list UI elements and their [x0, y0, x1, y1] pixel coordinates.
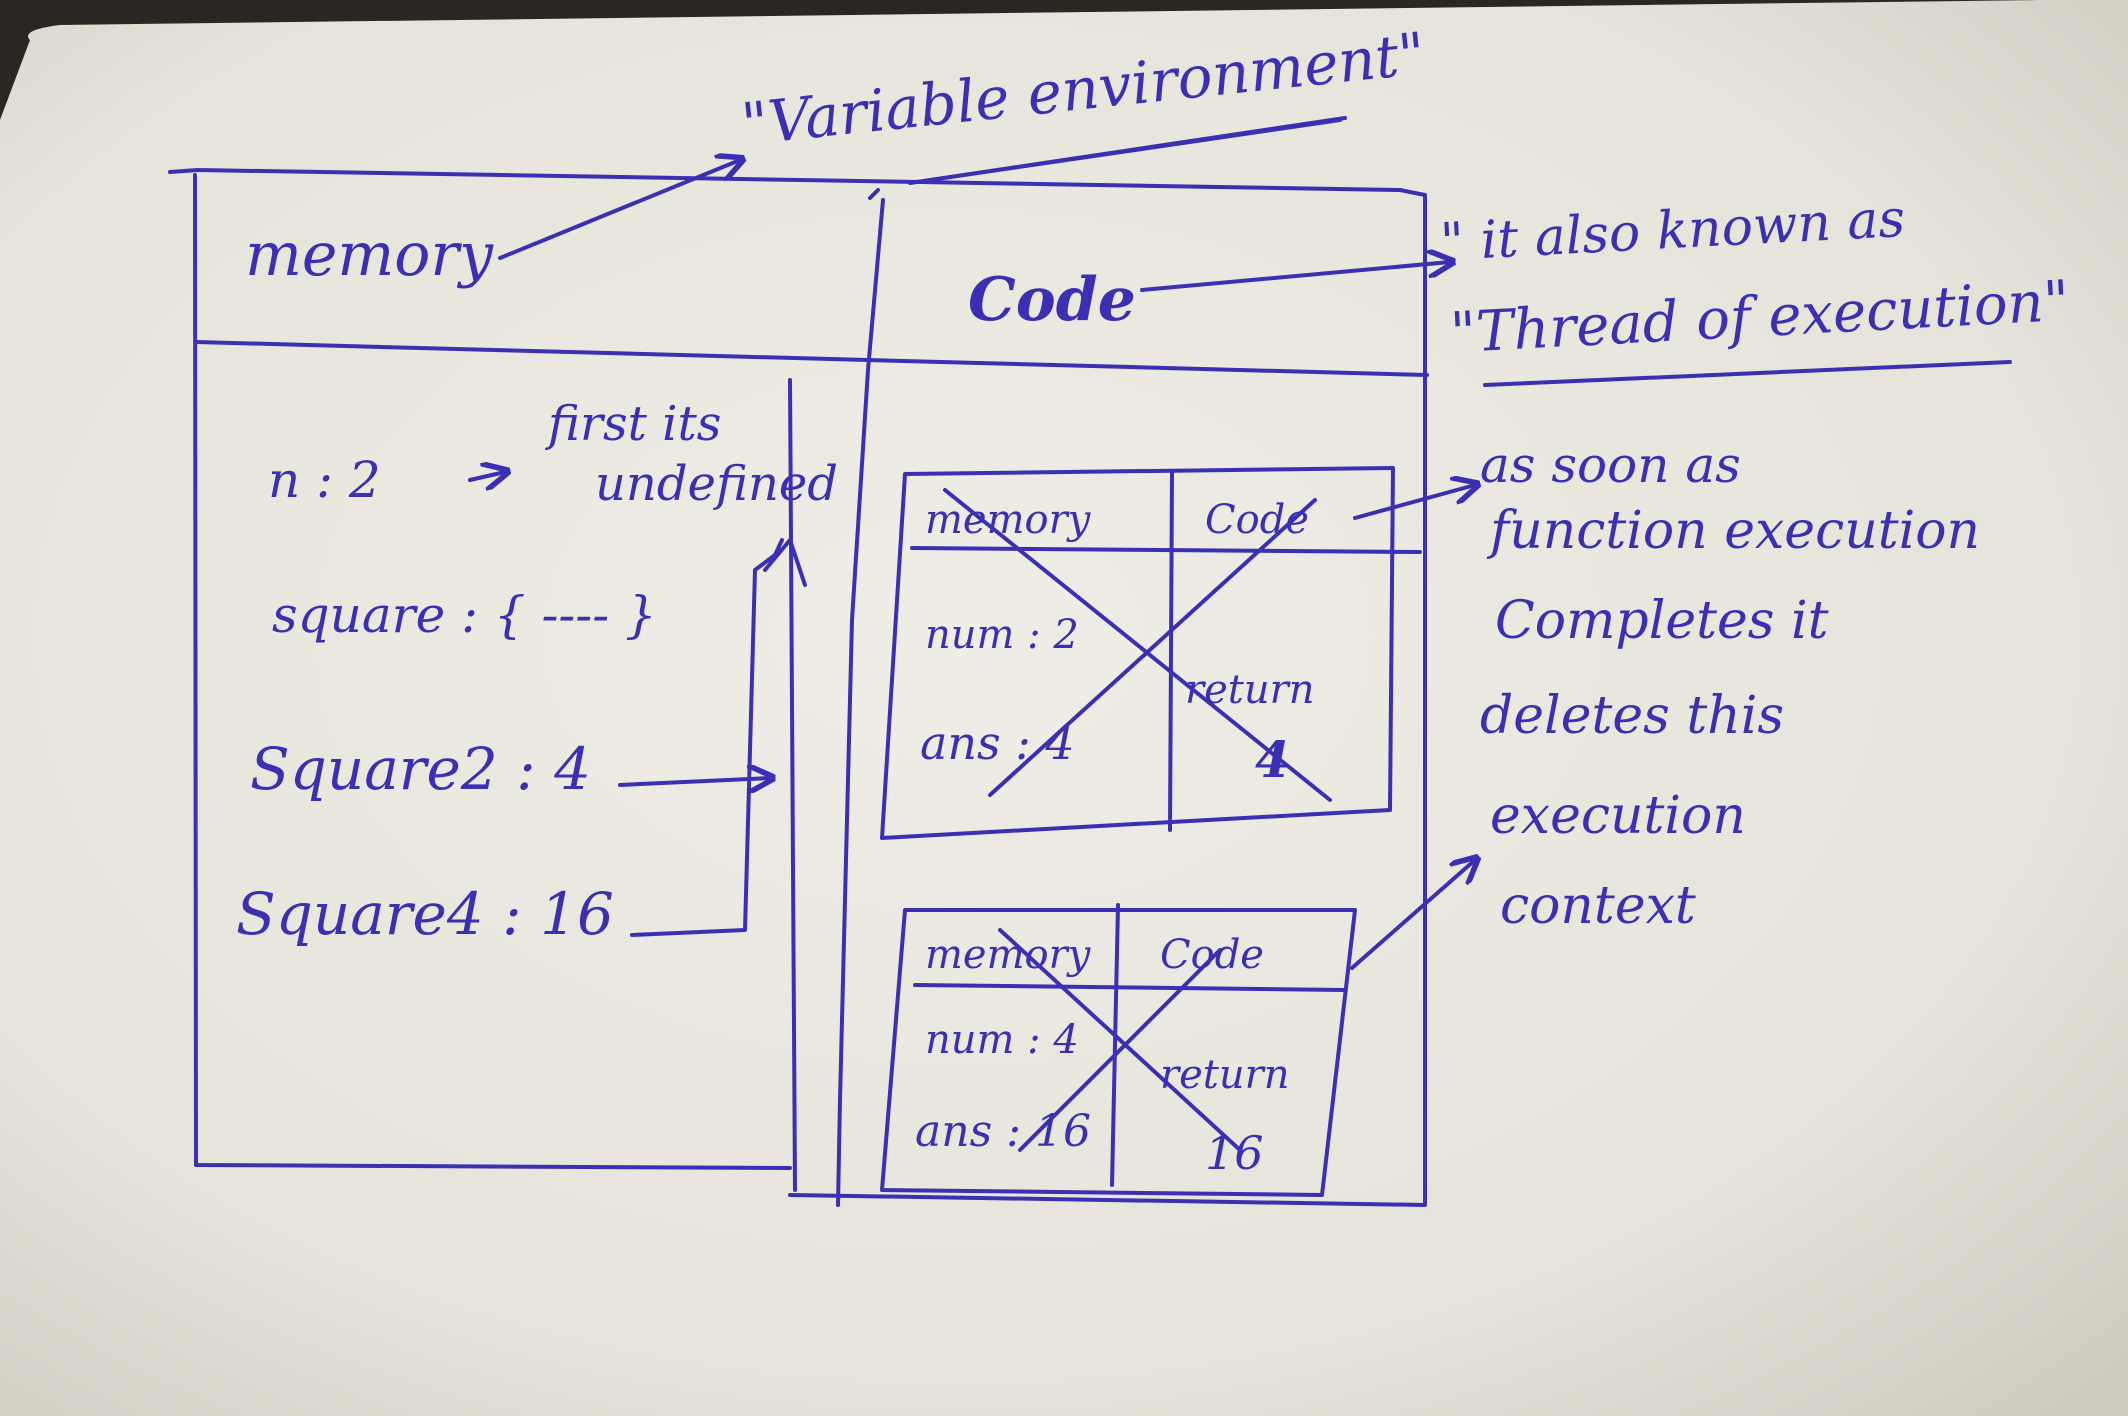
- inner-context-1-return-label: return: [1185, 667, 1315, 713]
- arrow-n-to-undefined: [468, 472, 505, 480]
- inner-context-2-code: Code: [1160, 932, 1264, 978]
- arrow-context2-to-note: [1350, 860, 1475, 970]
- arrow-code-to-thread: [1140, 262, 1450, 292]
- inner-context-1-code: Code: [1205, 497, 1309, 543]
- inner-context-1-ans: ans : 4: [920, 716, 1075, 770]
- inner-context-2-frame: [880, 908, 1357, 1197]
- note-execution: execution: [1490, 786, 1746, 846]
- inner-context-1-frame: [880, 466, 1395, 840]
- inner-context-1-memory: memory: [925, 497, 1091, 543]
- memory-entry-square2: Square2 : 4: [250, 735, 592, 803]
- global-context-frame: [168, 168, 1427, 1207]
- global-context-header-line: [194, 340, 1429, 377]
- note-completes-it: Completes it: [1495, 591, 1829, 651]
- first-its-label: first its: [548, 396, 722, 452]
- code-header: Code: [968, 265, 1136, 335]
- inner-context-1-divider: [1168, 470, 1174, 832]
- undefined-label: undefined: [595, 456, 839, 512]
- memory-entry-square-fn: square : { ---- }: [272, 586, 657, 644]
- memory-header: memory: [245, 220, 493, 290]
- inner-context-2-memory: memory: [925, 932, 1091, 978]
- inner-context-2-cross: [998, 928, 1242, 1152]
- note-as-soon-as: as soon as: [1480, 436, 1741, 494]
- arrow-memory-to-variable-environment: [498, 160, 740, 260]
- note-context: context: [1500, 876, 1696, 936]
- inner-context-1-num: num : 2: [925, 612, 1079, 658]
- thread-underline: [1483, 360, 2012, 387]
- inner-context-1-header: [910, 546, 1422, 554]
- inner-context-2-return-value: 16: [1205, 1126, 1264, 1180]
- inner-context-1-cross: [943, 488, 1332, 802]
- memory-entry-square4: Square4 : 16: [236, 880, 614, 948]
- inner-context-2-return-label: return: [1160, 1052, 1290, 1098]
- arrow-square-results-up: [618, 538, 782, 937]
- inner-context-2-ans: ans : 16: [915, 1106, 1091, 1157]
- arrow-context1-to-note: [1353, 485, 1475, 520]
- inner-context-2-num: num : 4: [925, 1017, 1079, 1063]
- inner-context-2-header: [913, 983, 1347, 992]
- inner-context-2-divider: [1110, 903, 1120, 1187]
- variable-environment-underline: [908, 116, 1347, 185]
- arrow-up-head: [763, 538, 807, 587]
- inner-context-1-return-value: 4: [1255, 730, 1290, 789]
- note-deletes-this: deletes this: [1480, 686, 1785, 746]
- memory-entry-n: n : 2: [268, 451, 381, 509]
- code-column-top: [868, 188, 880, 200]
- note-function-execution: function execution: [1490, 501, 1981, 561]
